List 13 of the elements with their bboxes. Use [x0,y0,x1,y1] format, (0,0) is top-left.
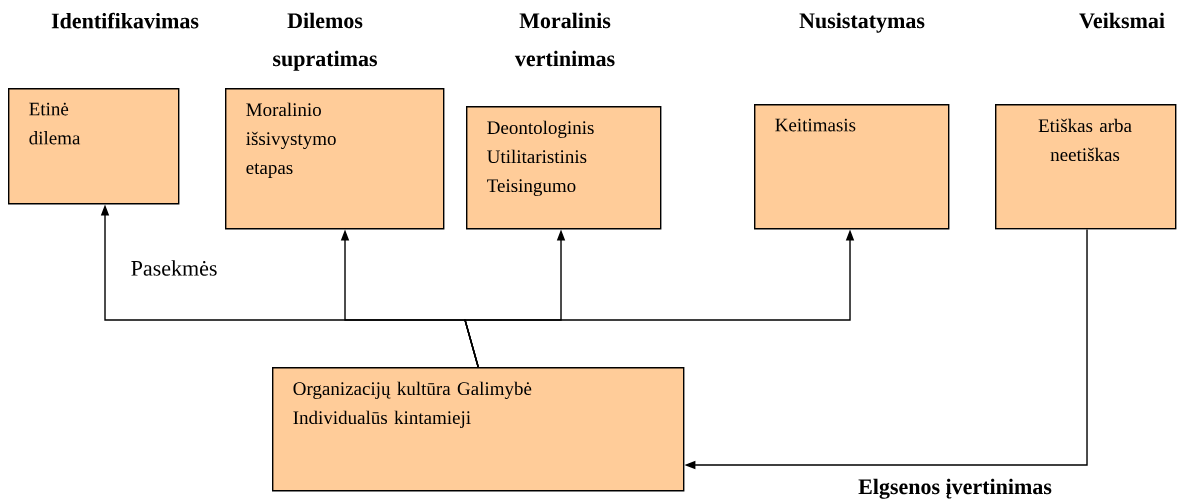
process-box: Moralinis vertinimas Deontologinis Utilitaristinis Teisingumo [466,12,662,230]
process-box: Organizacijų kultūra Galimybė Individualūs kintamieji [272,367,685,492]
node-label: Identifikavimas [51,12,199,29]
label: Pasekmės [131,260,217,276]
node-label: Dilemos supratimas [273,12,378,71]
process-box: Dilemos supratimas Moralinio išsivystymo etapas [225,12,445,230]
node-label: Moralinis vertinimas [514,12,615,67]
node-label: Nusistatymas [799,12,925,33]
edge-label: Elgsenos įvertinimas [858,478,1052,499]
process-box: Identifikavimas Etinė dilema [8,12,199,205]
process-box: Nusistatymas Keitimasis [754,12,950,230]
node-label: Veiksmai [1079,12,1165,29]
process-box: Veiksmai Etiškas arba neetiškas [995,12,1177,230]
